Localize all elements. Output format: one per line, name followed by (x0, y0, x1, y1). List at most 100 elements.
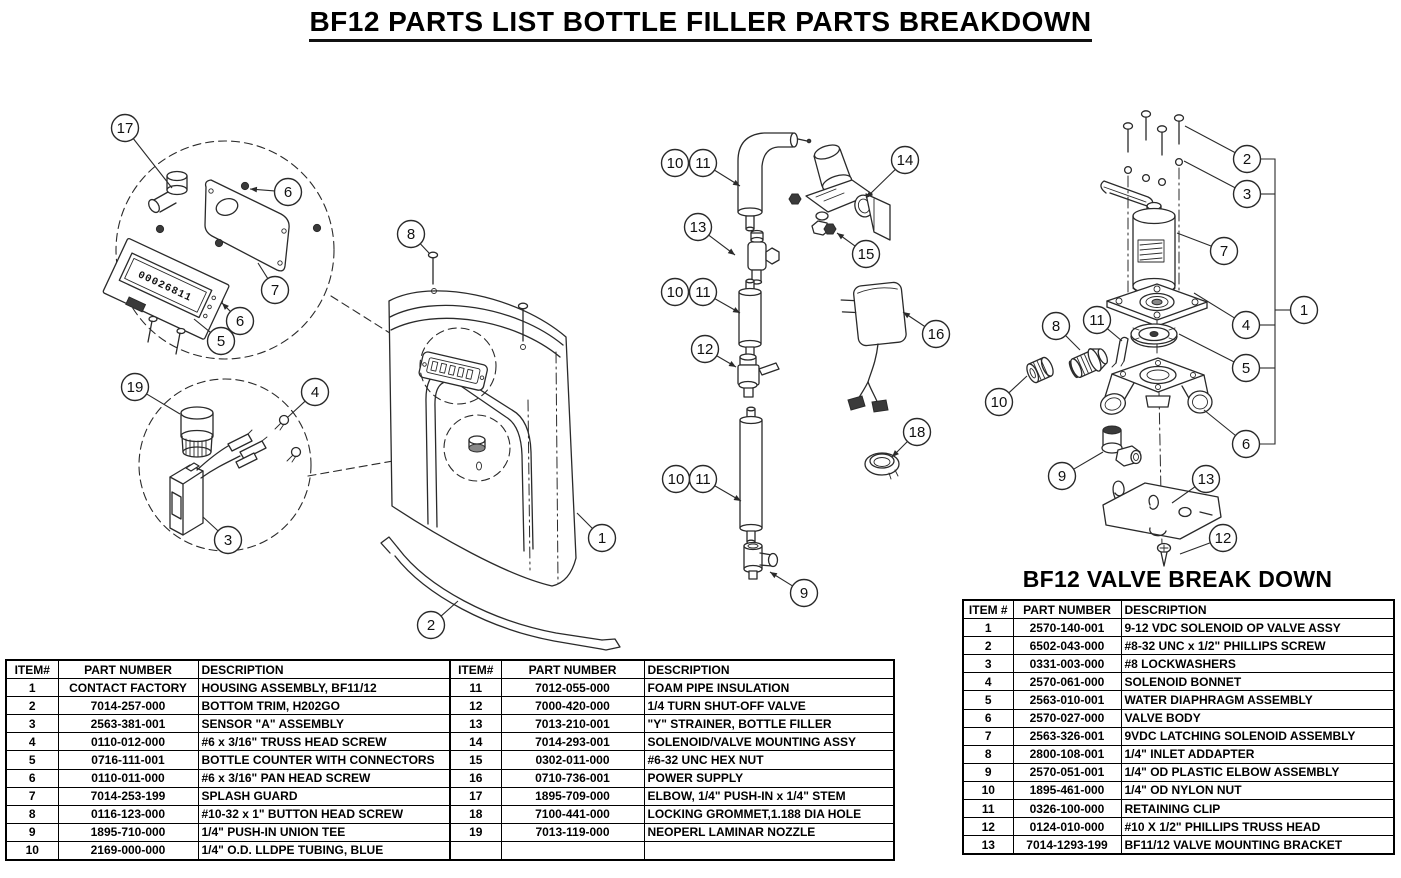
item-number-cell: 7 (962, 726, 1014, 746)
description-cell: SOLENOID BONNET (1120, 672, 1395, 692)
description-cell: #8-32 UNC x 1/2" PHILLIPS SCREW (1120, 636, 1395, 656)
truss-head-screw-12 (1156, 542, 1172, 567)
column-header: DESCRIPTION (197, 659, 452, 680)
callout-number: 6 (284, 184, 292, 201)
description-cell: SENSOR "A" ASSEMBLY (197, 714, 452, 734)
inlet-adapter (1068, 348, 1109, 379)
callout-arrowhead (770, 572, 778, 579)
nylon-nut (1026, 356, 1054, 384)
item-number-cell: 12 (449, 696, 502, 716)
part-number-cell: 2800-108-001 (1012, 744, 1122, 764)
description-cell: #6-32 UNC HEX NUT (643, 750, 895, 770)
description-cell: HOUSING ASSEMBLY, BF11/12 (197, 678, 452, 698)
part-number-cell: 1895-710-000 (57, 822, 199, 842)
power-supply (840, 281, 907, 413)
callout-bubble-2 (416, 610, 446, 640)
callout-bubble-12 (1208, 523, 1238, 553)
shutoff-valve (737, 353, 780, 398)
foam-insulation-tube (738, 278, 762, 359)
callout-number: 14 (897, 152, 914, 169)
callout-bubble-6 (273, 177, 303, 207)
callout-leader-line (202, 516, 219, 532)
callout-number: 9 (800, 585, 808, 602)
bottle-counter: 00026811 (102, 238, 230, 355)
column-header: ITEM# (5, 659, 59, 680)
lockwashers (1123, 157, 1184, 187)
item-number-cell: 5 (5, 750, 59, 770)
part-number-cell: 1895-461-000 (1012, 780, 1122, 801)
foam-insulation-tube-long (739, 406, 763, 545)
part-number-cell (500, 840, 645, 861)
splash-guard (204, 179, 290, 272)
callout-bubble-17 (110, 113, 140, 143)
callout-arrowhead (866, 191, 873, 198)
union-tee (743, 541, 779, 580)
description-cell: POWER SUPPLY (643, 768, 895, 788)
part-number-cell: 2563-010-001 (1012, 690, 1122, 710)
part-number-cell: 2570-027-000 (1012, 708, 1122, 728)
sensor-assembly (169, 429, 268, 536)
callout-leader-line (440, 600, 459, 617)
callout-number: 12 (697, 341, 714, 358)
description-cell: SOLENOID/VALVE MOUNTING ASSY (643, 732, 895, 752)
part-number-cell: 0331-003-000 (1012, 654, 1122, 674)
part-number-cell: 6502-043-000 (1012, 636, 1122, 656)
part-number-cell: 2563-326-001 (1012, 726, 1122, 746)
detail-link-line (307, 451, 445, 477)
item-number-cell: 13 (962, 835, 1014, 855)
part-number-cell: 2570-061-000 (1012, 672, 1122, 692)
callout-number: 11 (695, 471, 711, 488)
callout-leader-line (1183, 160, 1236, 189)
table-row (449, 840, 895, 861)
solenoid-bonnet (1106, 283, 1208, 327)
callout-leader-line (1106, 328, 1123, 342)
callout-number: 2 (1243, 151, 1251, 168)
callout-bubble-7 (260, 275, 290, 305)
callout-leader-line (257, 262, 269, 279)
description-cell: 9-12 VDC SOLENOID OP VALVE ASSY (1120, 618, 1395, 638)
callout-arrowhead (732, 307, 740, 313)
valve-body (1100, 357, 1213, 415)
column-header: DESCRIPTION (643, 659, 895, 680)
description-cell: #6 x 3/16" TRUSS HEAD SCREW (197, 732, 452, 752)
part-number-cell: 2563-381-001 (57, 714, 199, 734)
callout-leader-line (146, 393, 181, 415)
housing-label-plate (418, 327, 497, 405)
description-cell: FOAM PIPE INSULATION (643, 678, 895, 698)
part-number-cell: 2570-051-001 (1012, 762, 1122, 782)
callout-number: 16 (928, 326, 945, 343)
column-header: PART NUMBER (500, 659, 645, 680)
description-cell: RETAINING CLIP (1120, 799, 1395, 819)
page-title: BF12 PARTS LIST BOTTLE FILLER PARTS BREA… (0, 6, 1401, 42)
item-number-cell: 8 (962, 744, 1014, 764)
callout-bubble-11 (688, 277, 718, 307)
description-cell: "Y" STRAINER, BOTTLE FILLER (643, 714, 895, 734)
callout-number: 4 (311, 384, 319, 401)
description-cell: VALVE BODY (1120, 708, 1395, 728)
item-number-cell: 6 (5, 768, 59, 788)
callout-arrowhead (903, 312, 911, 319)
callout-bubble-10 (984, 387, 1014, 417)
pan-head-screws (274, 414, 302, 463)
part-number-cell: 7012-055-000 (500, 678, 645, 698)
retaining-clip (1111, 336, 1129, 368)
item-number-cell: 8 (5, 804, 59, 824)
item-number-cell: 17 (449, 786, 502, 806)
bottom-trim (380, 536, 621, 651)
callout-number: 4 (1242, 317, 1250, 334)
part-number-cell: 7014-257-000 (57, 696, 199, 716)
callout-number: 6 (236, 313, 244, 330)
description-cell: WATER DIAPHRAGM ASSEMBLY (1120, 690, 1395, 710)
